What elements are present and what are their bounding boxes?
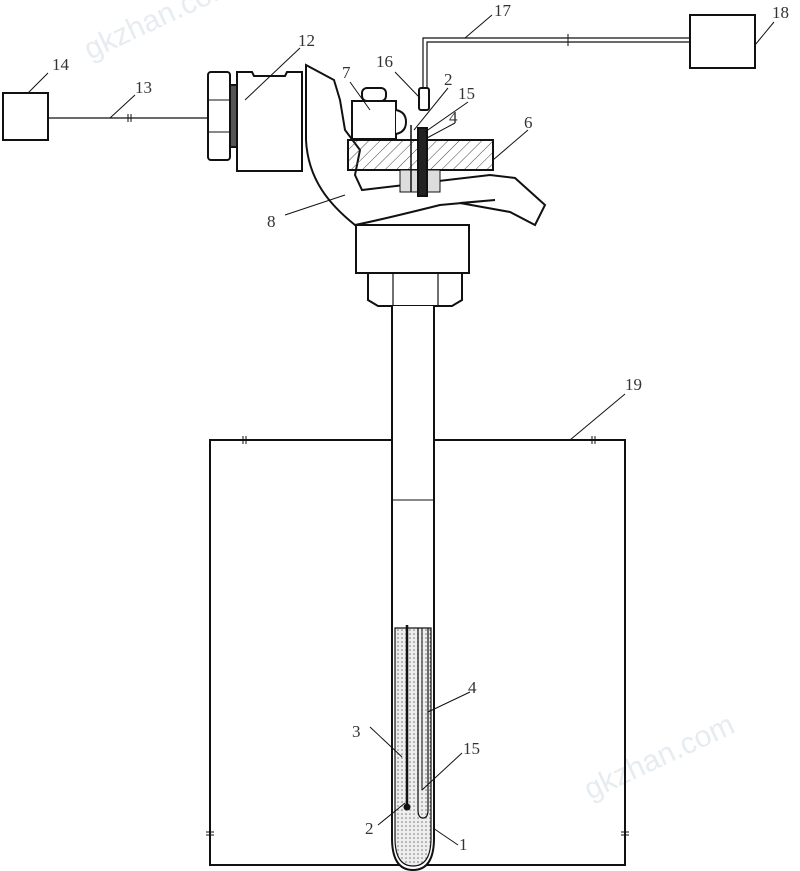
label-17: 17 <box>494 1 512 20</box>
wire-17 <box>422 37 690 95</box>
label-2-top: 2 <box>444 70 453 89</box>
filler-3 <box>394 627 432 867</box>
label-4-top: 4 <box>449 108 458 127</box>
label-1: 1 <box>459 835 468 854</box>
label-13: 13 <box>135 78 152 97</box>
thread <box>229 84 238 148</box>
label-7: 7 <box>342 63 351 82</box>
thermocouple-wire-4 <box>417 127 428 197</box>
watermark: gkzhan.com <box>79 0 240 66</box>
terminal-screw-7 <box>351 100 397 140</box>
label-12: 12 <box>298 31 315 50</box>
label-15-bottom: 15 <box>463 739 480 758</box>
label-16: 16 <box>376 52 393 71</box>
sheath-4 <box>417 628 429 819</box>
label-14: 14 <box>52 55 70 74</box>
label-6: 6 <box>524 113 533 132</box>
junction-head-8 <box>305 63 547 227</box>
device-18-box <box>689 14 756 69</box>
watermark: gkzhan.com <box>579 708 740 806</box>
label-15-top: 15 <box>458 84 475 103</box>
hex-nut <box>367 272 463 307</box>
collar <box>355 224 470 274</box>
label-18: 18 <box>772 3 789 22</box>
cable-gland-12 <box>236 71 303 172</box>
label-19: 19 <box>625 375 642 394</box>
gland-nut <box>207 71 231 161</box>
label-2-bottom: 2 <box>365 819 374 838</box>
device-14-box <box>2 92 49 141</box>
label-4-bottom: 4 <box>468 678 477 697</box>
label-8: 8 <box>267 212 276 231</box>
label-3: 3 <box>352 722 361 741</box>
connector-16 <box>418 87 430 111</box>
